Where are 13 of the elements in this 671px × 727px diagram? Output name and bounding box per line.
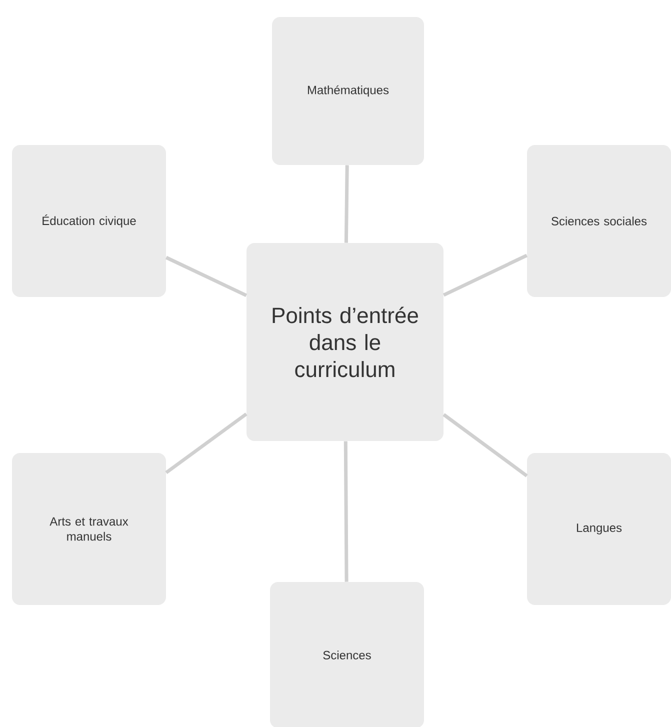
topic-box: Langues bbox=[527, 453, 671, 605]
connector-line bbox=[344, 441, 348, 582]
connector-line bbox=[442, 254, 528, 297]
topic-box: Sciences sociales bbox=[527, 145, 671, 297]
connector-line bbox=[165, 256, 248, 297]
topic-box: Éducation civique bbox=[12, 145, 166, 297]
connector-line bbox=[442, 413, 528, 478]
topic-box: Mathématiques bbox=[272, 17, 424, 165]
topic-box: Arts et travaux manuels bbox=[12, 453, 166, 605]
connector-line bbox=[165, 412, 248, 474]
topic-box: Sciences bbox=[270, 582, 424, 727]
topic-box: Points d’entrée dans le curriculum bbox=[246, 243, 444, 441]
connector-line bbox=[344, 165, 349, 243]
